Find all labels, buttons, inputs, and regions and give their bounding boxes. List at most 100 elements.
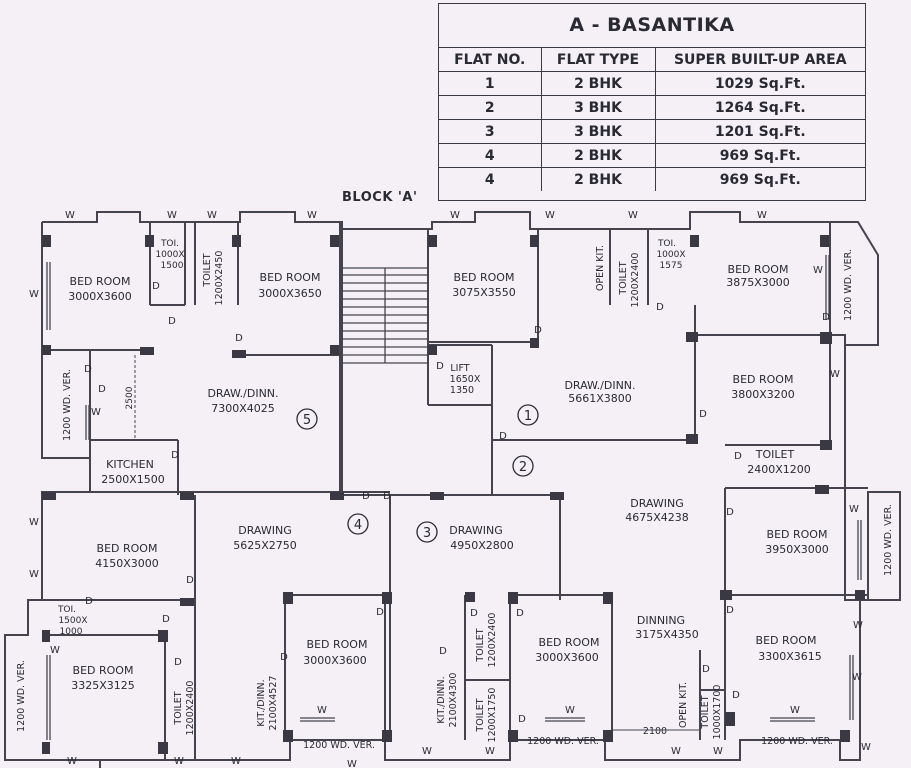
bed-4-size: 3000X3600 — [303, 654, 367, 667]
svg-text:W: W — [65, 210, 75, 221]
svg-text:W: W — [713, 746, 723, 757]
cell-flat-no: 1 — [439, 71, 542, 96]
bed-tl2-size: 3000X3650 — [258, 287, 322, 300]
wd-b3: 1200 WD. VER. — [527, 736, 599, 747]
bed-br-size: 3300X3615 — [758, 650, 822, 663]
wd-b4: 1200 WD. VER. — [303, 740, 375, 751]
cell-flat-no: 3 — [439, 119, 542, 144]
window-marks — [46, 255, 862, 740]
svg-text:W: W — [29, 517, 39, 528]
bed-bl-name: BED ROOM — [73, 664, 134, 677]
toilet-bl-name: TOILET — [173, 691, 184, 725]
wd-r: 1200 WD. VER. — [883, 504, 894, 576]
area-table-grid: FLAT NO. FLAT TYPE SUPER BUILT-UP AREA 1… — [439, 48, 865, 191]
svg-text:D: D — [280, 652, 288, 663]
drawing-3-name: DRAWING — [449, 524, 502, 537]
toilet-3a-name: TOILET — [475, 628, 486, 662]
svg-text:D: D — [518, 714, 526, 725]
toi-tl-name: TOI. — [160, 239, 179, 249]
toi-l-size2: 1000 — [60, 627, 83, 637]
bed-tc-name: BED ROOM — [454, 271, 515, 284]
svg-text:W: W — [790, 705, 800, 716]
bed-bl-size: 3325X3125 — [71, 679, 135, 692]
svg-text:D: D — [436, 361, 444, 372]
table-row: 3 3 BHK 1201 Sq.Ft. — [439, 119, 865, 144]
cell-flat-type: 2 BHK — [540, 71, 656, 96]
flat-marker-2-label: 2 — [519, 460, 527, 475]
svg-text:W: W — [671, 746, 681, 757]
cell-flat-no: 2 — [439, 95, 542, 120]
cell-flat-no: 4 — [439, 167, 542, 191]
cell-area: 1029 Sq.Ft. — [654, 71, 865, 96]
draw-1-name: DRAW./DINN. — [564, 379, 635, 392]
toi-tr-size1: 1000X — [656, 250, 685, 260]
svg-text:W: W — [347, 759, 357, 768]
toi-tr-size2: 1575 — [660, 261, 683, 271]
bed-tr-name: BED ROOM — [728, 263, 789, 276]
table-row: 4 2 BHK 969 Sq.Ft. — [439, 167, 865, 191]
svg-text:W: W — [422, 746, 432, 757]
room-labels: BED ROOM 3000X3600 TOI. 1000X 1500 TOILE… — [16, 239, 894, 751]
bed-tl1-name: BED ROOM — [70, 275, 131, 288]
header-area: SUPER BUILT-UP AREA — [654, 48, 865, 72]
svg-text:D: D — [85, 596, 93, 607]
toi-tr-name: TOI. — [657, 239, 676, 249]
bed-br-name: BED ROOM — [756, 634, 817, 647]
wd-bl: 1200 WD. VER. — [16, 660, 27, 732]
svg-text:W: W — [565, 705, 575, 716]
svg-text:D: D — [702, 664, 710, 675]
flat-marker-1-label: 1 — [524, 409, 532, 424]
drawing-4-size: 5625X2750 — [233, 539, 297, 552]
toilet-tl-name: TOILET — [202, 253, 213, 287]
bed-3-size: 3000X3600 — [535, 651, 599, 664]
svg-text:D: D — [186, 575, 194, 586]
bed-r2-size: 3950X3000 — [765, 543, 829, 556]
kit-3-name: KIT./DINN. — [436, 676, 447, 723]
flat-marker-5 — [296, 408, 318, 430]
svg-text:W: W — [861, 742, 871, 753]
staircase — [342, 267, 428, 364]
bed-r2-name: BED ROOM — [767, 528, 828, 541]
toilet-3b-name: TOILET — [475, 698, 486, 732]
window-symbols: W W W W W W W W W W W W W W W W W W W W … — [29, 210, 871, 768]
svg-text:W: W — [849, 504, 859, 515]
cell-flat-no: 4 — [439, 143, 542, 168]
draw-5-name: DRAW./DINN. — [207, 387, 278, 400]
cell-flat-type: 2 BHK — [540, 167, 656, 191]
svg-text:D: D — [516, 608, 524, 619]
header-flat-no: FLAT NO. — [439, 48, 542, 72]
cell-area: 969 Sq.Ft. — [654, 167, 865, 191]
flat-number-markers: 1 2 3 4 5 — [296, 404, 539, 543]
bed-r1-name: BED ROOM — [733, 373, 794, 386]
svg-text:W: W — [29, 289, 39, 300]
toilet-bl-size: 1200X2400 — [185, 681, 196, 736]
walls — [4, 211, 901, 768]
bed-3-name: BED ROOM — [539, 636, 600, 649]
svg-text:D: D — [376, 607, 384, 618]
toilet-br-name: TOILET — [700, 695, 711, 729]
cell-area: 969 Sq.Ft. — [654, 143, 865, 168]
table-row: 4 2 BHK 969 Sq.Ft. — [439, 143, 865, 168]
svg-text:D: D — [822, 312, 830, 323]
draw-5-size: 7300X4025 — [211, 402, 275, 415]
svg-text:D: D — [726, 507, 734, 518]
bed-tl2-name: BED ROOM — [260, 271, 321, 284]
bed-4-name: BED ROOM — [307, 638, 368, 651]
bed-r1-size: 3800X3200 — [731, 388, 795, 401]
table-row: 1 2 BHK 1029 Sq.Ft. — [439, 71, 865, 96]
lift-name: LIFT — [450, 363, 469, 374]
svg-text:D: D — [168, 316, 176, 327]
flat-marker-5-label: 5 — [303, 413, 311, 428]
cell-flat-type: 2 BHK — [540, 143, 656, 168]
cell-area: 1264 Sq.Ft. — [654, 95, 865, 120]
bed-tr-size: 3875X3000 — [726, 276, 790, 289]
svg-text:D: D — [732, 690, 740, 701]
svg-text:W: W — [207, 210, 217, 221]
toi-tl-size2: 1500 — [161, 261, 184, 271]
svg-text:W: W — [757, 210, 767, 221]
open-kit-top: OPEN KIT. — [595, 245, 606, 291]
bed-l1-name: BED ROOM — [97, 542, 158, 555]
toilet-r-name: TOILET — [755, 448, 795, 461]
flat-marker-4 — [347, 513, 369, 535]
table-title: A - BASANTIKA — [439, 4, 865, 48]
